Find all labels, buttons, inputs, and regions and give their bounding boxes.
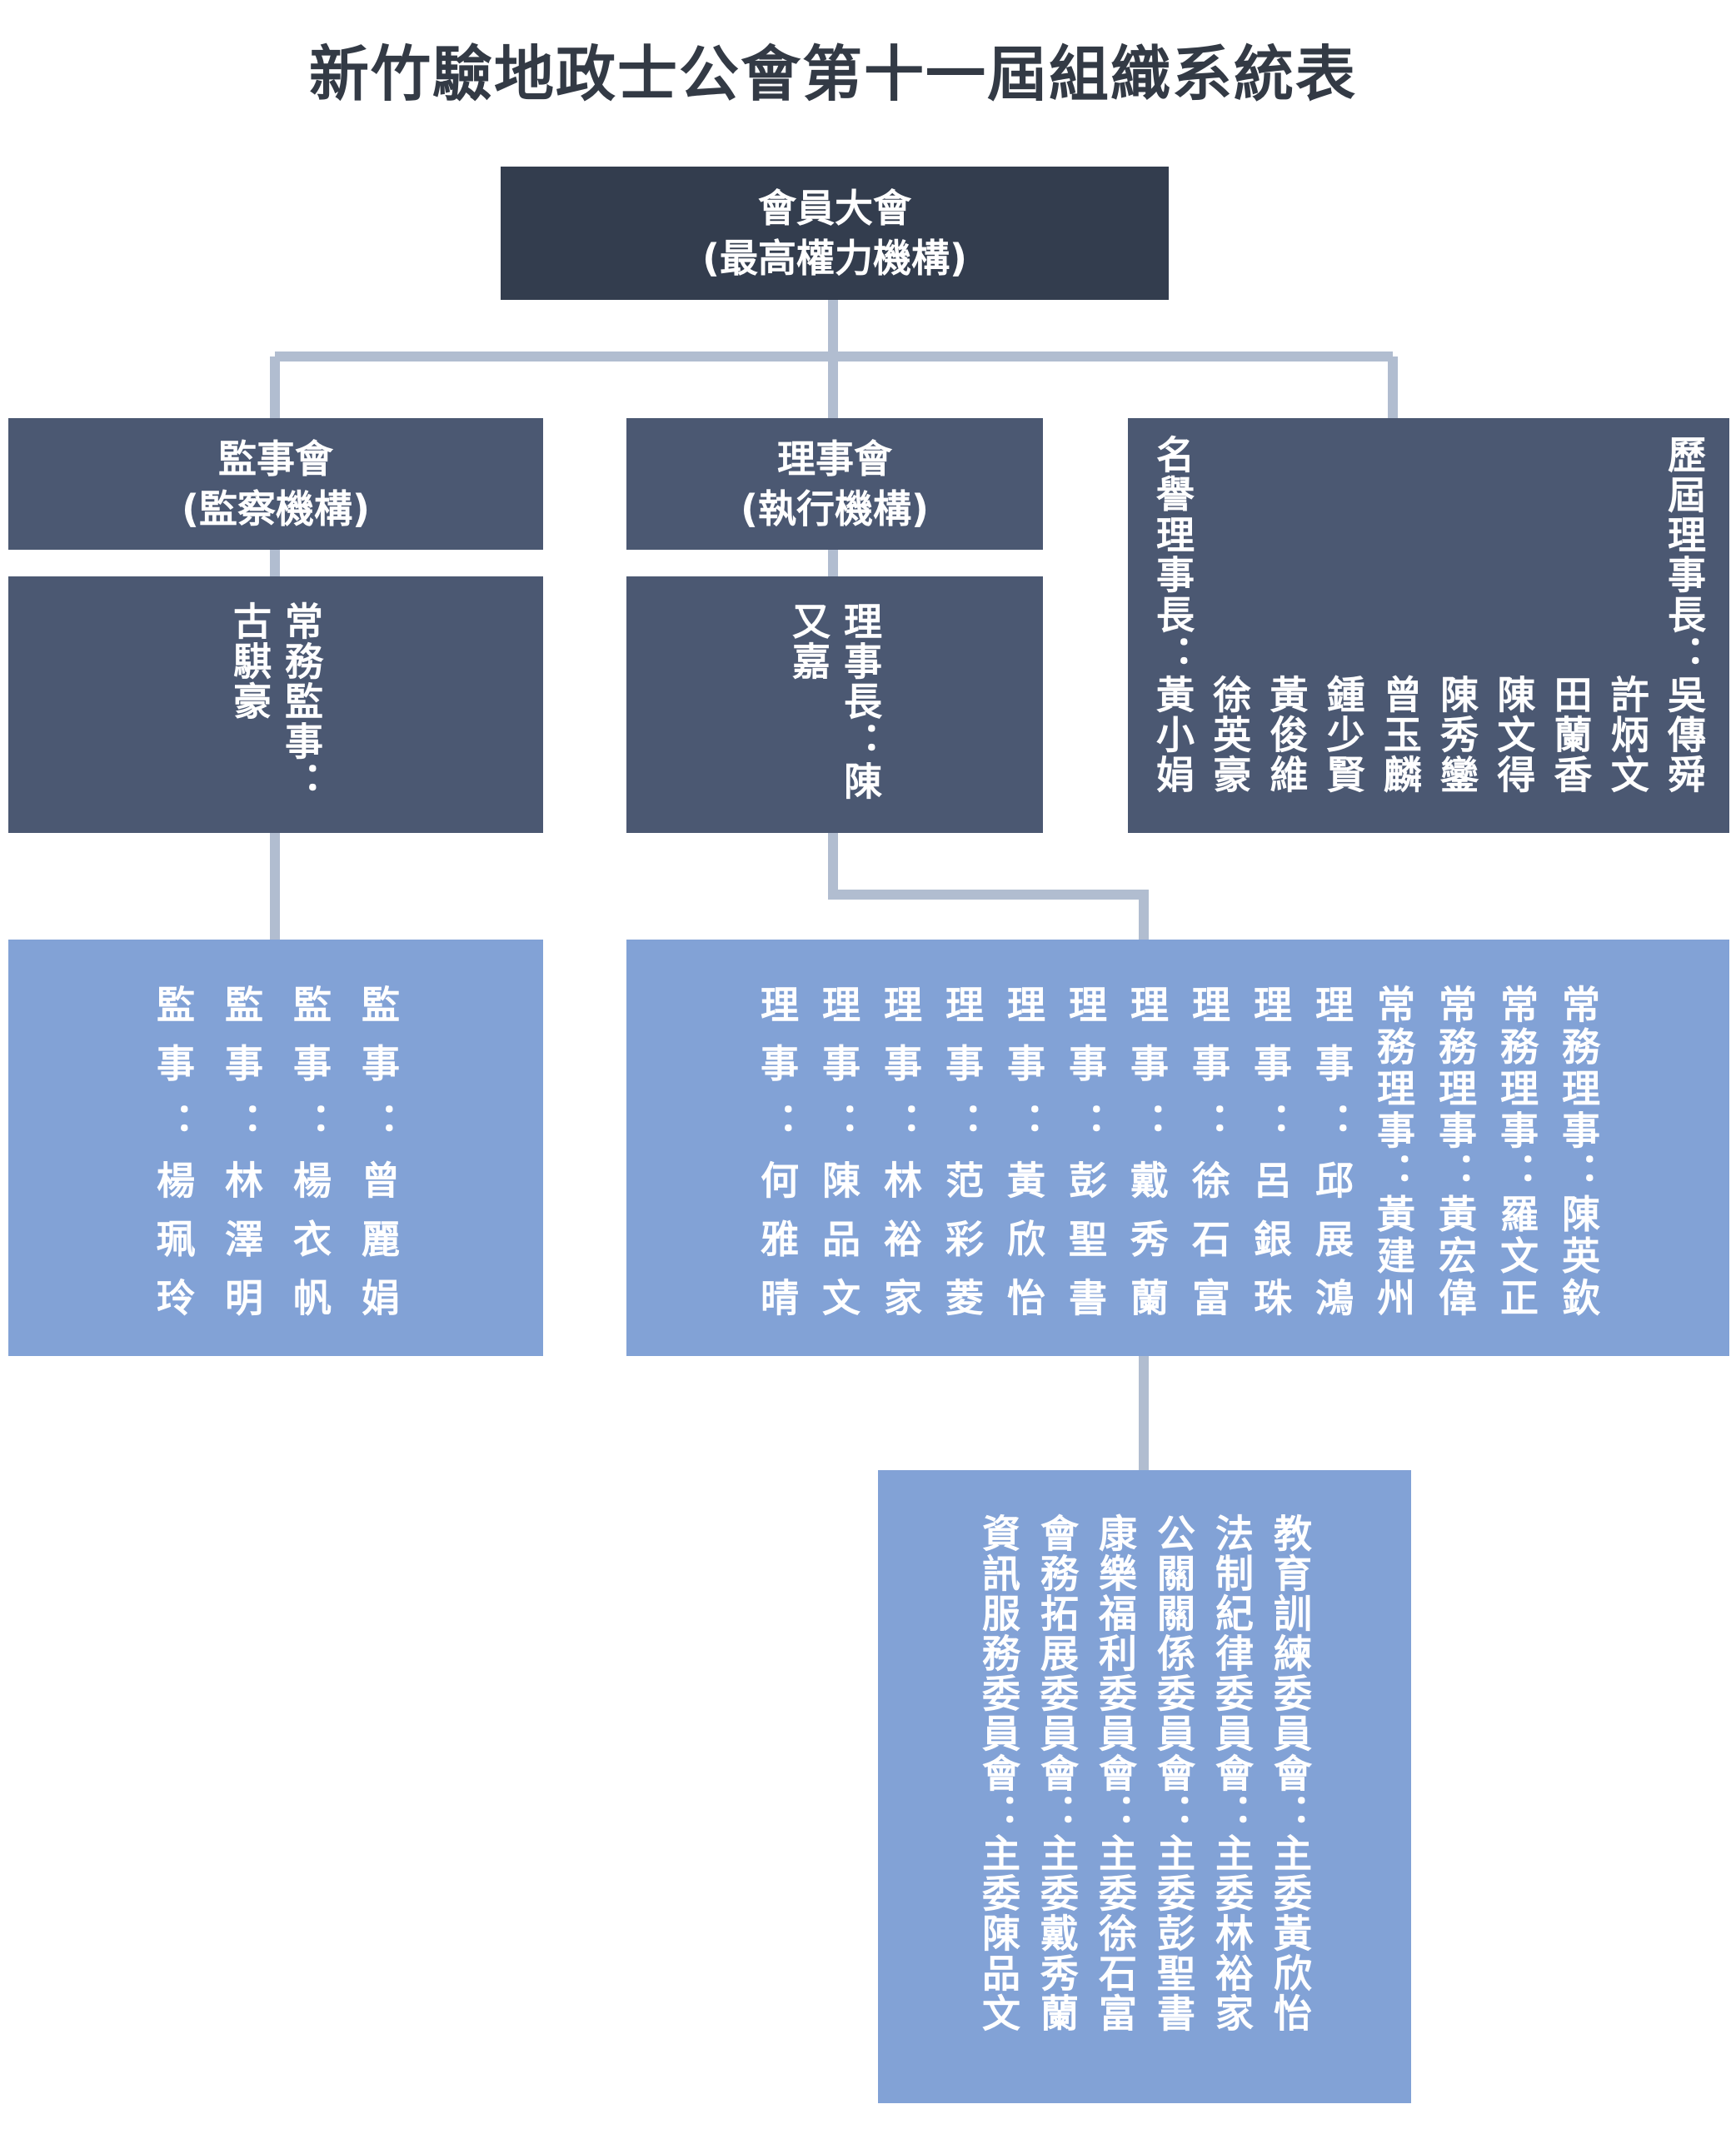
director-item: 理事：范彩菱	[940, 985, 985, 1318]
past-chairman-name: 徐英豪	[1207, 675, 1253, 795]
committee-item: 教育訓練委員會：主委黃欣怡	[1268, 1513, 1313, 2033]
honorary-chairman-name: 黃小娟	[1150, 675, 1195, 795]
general-assembly-box: 會員大會 (最高權力機構)	[501, 167, 1169, 300]
director-item: 理事：何雅晴	[755, 985, 800, 1318]
committee-item: 資訊服務委員會：主委陳品文	[976, 1513, 1021, 2033]
supervisors-list-box: 監事：曾麗娟 監事：楊衣帆 監事：林澤明 監事：楊珮玲	[8, 940, 543, 1356]
honor-box: 歷屆理事長： 名譽理事長： 吳傳舜 許炳文 田蘭香 陳文得 陳秀鑾 曾玉麟 鍾少…	[1128, 418, 1729, 833]
past-chairmen-label: 歷屆理事長：	[1662, 435, 1707, 675]
past-chairman-name: 曾玉麟	[1377, 675, 1423, 795]
committees-box: 教育訓練委員會：主委黃欣怡 法制紀律委員會：主委林裕家 公關關係委員會：主委彭聖…	[878, 1470, 1411, 2103]
director-item: 常務理事：黃宏偉	[1433, 985, 1478, 1318]
committee-item: 會務拓展委員會：主委戴秀蘭	[1035, 1513, 1080, 2033]
past-chairman-name: 陳文得	[1491, 675, 1537, 795]
past-chairman-name: 陳秀鑾	[1434, 675, 1480, 795]
general-assembly-label: 會員大會	[758, 186, 911, 231]
past-chairman-name: 許炳文	[1604, 675, 1650, 795]
supervisors-board-box: 監事會 (監察機構)	[8, 418, 543, 550]
supervisor-item: 監事：楊衣帆	[287, 985, 332, 1318]
supervisor-item: 監事：楊珮玲	[151, 985, 196, 1318]
directors-board-box: 理事會 (執行機構)	[626, 418, 1043, 550]
director-item: 理事：林裕家	[878, 985, 923, 1318]
general-assembly-sublabel: (最高權力機構)	[701, 236, 968, 281]
committee-item: 法制紀律委員會：主委林裕家	[1210, 1513, 1255, 2033]
committee-item: 公關關係委員會：主委彭聖書	[1151, 1513, 1196, 2033]
directors-board-sublabel: (執行機構)	[740, 486, 930, 531]
director-item: 理事：邱展鴻	[1309, 985, 1354, 1318]
past-chairman-name: 田蘭香	[1548, 675, 1594, 795]
chairman-box: 理事長：陳又嘉	[626, 576, 1043, 833]
director-item: 常務理事：黃建州	[1371, 985, 1416, 1318]
directors-board-label: 理事會	[777, 436, 892, 481]
director-item: 理事：戴秀蘭	[1125, 985, 1170, 1318]
supervisor-item: 監事：林澤明	[219, 985, 264, 1318]
chairman: 理事長：陳又嘉	[786, 601, 883, 801]
supervisor-item: 監事：曾麗娟	[356, 985, 401, 1318]
director-item: 理事：徐石富	[1186, 985, 1231, 1318]
past-chairman-name: 黃俊維	[1264, 675, 1309, 795]
supervisors-board-label: 監事會	[218, 436, 333, 481]
director-item: 理事：黃欣怡	[1001, 985, 1046, 1318]
director-item: 常務理事：陳英欽	[1556, 985, 1601, 1318]
standing-supervisor-box: 常務監事：古騏豪	[8, 576, 543, 833]
director-item: 常務理事：羅文正	[1494, 985, 1539, 1318]
directors-list-box: 常務理事：陳英欽 常務理事：羅文正 常務理事：黃宏偉 常務理事：黃建州 理事：邱…	[626, 940, 1729, 1356]
director-item: 理事：彭聖書	[1063, 985, 1108, 1318]
honorary-chairman-label: 名譽理事長：	[1150, 435, 1195, 675]
past-chairman-name: 吳傳舜	[1661, 675, 1707, 795]
page-title: 新竹驗地政士公會第十一屆組織系統表	[308, 39, 1357, 109]
director-item: 理事：呂銀珠	[1248, 985, 1293, 1318]
supervisors-board-sublabel: (監察機構)	[181, 486, 371, 531]
director-item: 理事：陳品文	[816, 985, 861, 1318]
past-chairman-name: 鍾少賢	[1320, 675, 1366, 795]
standing-supervisor: 常務監事：古騏豪	[227, 601, 324, 801]
committee-item: 康樂福利委員會：主委徐石富	[1093, 1513, 1138, 2033]
connector-director-members	[828, 833, 1149, 940]
